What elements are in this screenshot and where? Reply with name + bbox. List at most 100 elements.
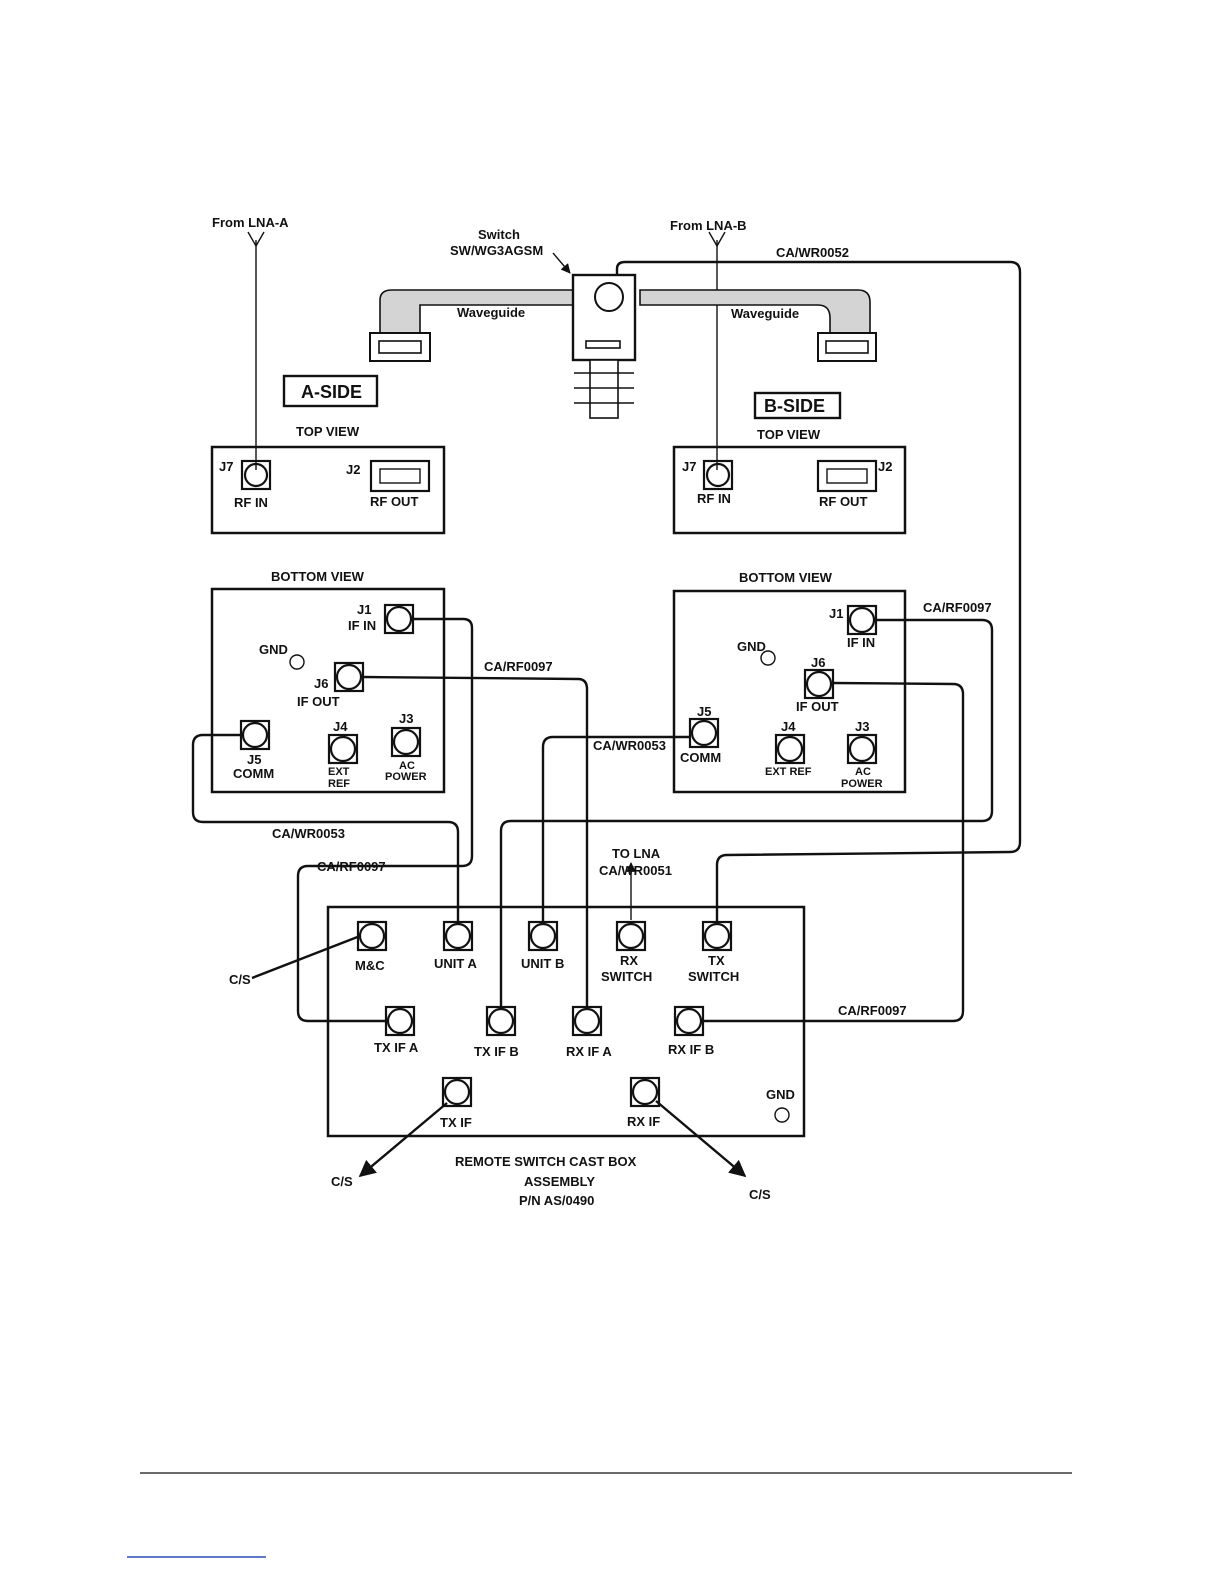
cable-rf0097-a-if-out <box>362 675 589 1007</box>
a-j3-label: J3 <box>399 711 413 726</box>
mc-label: M&C <box>355 958 385 973</box>
rx-switch-connector <box>615 920 647 952</box>
a-rf-out-label: RF OUT <box>370 494 418 509</box>
b-j4-port-icon <box>776 735 804 763</box>
rx-switch-port-icon <box>617 922 645 950</box>
switch-label-line2: SW/WG3AGSM <box>450 243 543 258</box>
bottom-view-a-panel <box>210 587 446 794</box>
a-j3-connector <box>390 726 422 758</box>
b-side-box <box>753 391 842 420</box>
b-j1-label: J1 <box>829 606 843 621</box>
b-j6-label: J6 <box>811 655 825 670</box>
rx-if-cs-label: C/S <box>749 1187 771 1202</box>
b-j5-label: J5 <box>697 704 711 719</box>
a-if-out-label: IF OUT <box>297 694 340 709</box>
a-if-in-label: IF IN <box>348 618 376 633</box>
rx-if-port-icon <box>631 1078 659 1106</box>
tx-switch-tx-label: TX <box>708 953 725 968</box>
a-j7-label: J7 <box>219 459 233 474</box>
bottom-view-a-title: BOTTOM VIEW <box>271 569 365 584</box>
tx-if-a-connector <box>384 1005 416 1037</box>
a-j6-connector <box>333 661 365 693</box>
cable-rf0097-a-label: CA/RF0097 <box>317 859 386 874</box>
waveguide-right-label: Waveguide <box>731 306 799 321</box>
switch-label-line1: Switch <box>478 227 520 242</box>
b-rf-out-label: RF OUT <box>819 494 867 509</box>
a-j7-port-icon <box>243 462 269 488</box>
b-side-label: B-SIDE <box>764 396 825 416</box>
b-j2-label: J2 <box>878 459 892 474</box>
cable-wr0052 <box>615 260 1022 922</box>
b-j6-port-icon <box>805 670 833 698</box>
cable-wr0053-a <box>191 733 460 922</box>
a-gnd-label: GND <box>259 642 288 657</box>
cable-rf0097-b-label: CA/RF0097 <box>923 600 992 615</box>
b-j3-label: J3 <box>855 719 869 734</box>
b-ac-label: AC <box>855 766 871 778</box>
bottom-view-b-title: BOTTOM VIEW <box>739 570 833 585</box>
a-rf-in-label: RF IN <box>234 495 268 510</box>
b-j3-port-icon <box>848 735 876 763</box>
b-j2-slot-icon <box>826 468 868 484</box>
top-view-b-panel <box>672 445 907 535</box>
cable-rf0097-mid-label: CA/RF0097 <box>484 659 553 674</box>
unit-b-label: UNIT B <box>521 956 564 971</box>
a-power-label: POWER <box>385 771 427 783</box>
tx-if-cs-arrow <box>358 1102 448 1178</box>
rx-switch-word-label: SWITCH <box>601 969 652 984</box>
b-power-label: POWER <box>841 778 883 790</box>
a-j1-label: J1 <box>357 602 371 617</box>
a-gnd-terminal-icon <box>289 654 305 670</box>
b-j5-connector <box>688 717 720 749</box>
a-j4-connector <box>327 733 359 765</box>
waveguide-left-label: Waveguide <box>457 305 525 320</box>
a-j6-label: J6 <box>314 676 328 691</box>
b-gnd-terminal-icon <box>760 650 776 666</box>
unit-a-connector <box>442 920 474 952</box>
b-j6-connector <box>803 668 835 700</box>
switch-pointer-arrow <box>552 252 571 274</box>
cable-rf0097-b-if-in <box>499 618 994 1007</box>
cable-wr0053-a-label: CA/WR0053 <box>272 826 345 841</box>
a-j7-connector <box>240 459 272 491</box>
b-gnd-label: GND <box>737 639 766 654</box>
b-comm-label: COMM <box>680 750 721 765</box>
cast-box-panel <box>326 905 806 1138</box>
a-j6-port-icon <box>335 663 363 691</box>
rx-if-a-connector <box>571 1005 603 1037</box>
cable-rf0097-rxifb-label: CA/RF0097 <box>838 1003 907 1018</box>
b-j7-connector <box>702 459 734 491</box>
tx-switch-word-label: SWITCH <box>688 969 739 984</box>
cast-box-title-line3: P/N AS/0490 <box>519 1193 594 1208</box>
unit-b-port-icon <box>529 922 557 950</box>
a-j2-slot-icon <box>379 468 421 484</box>
rx-if-connector <box>629 1076 661 1108</box>
a-j5-connector <box>239 719 271 751</box>
a-side-box <box>282 374 379 408</box>
tx-if-b-connector <box>485 1005 517 1037</box>
unit-a-port-icon <box>444 922 472 950</box>
tx-if-cs-label: C/S <box>331 1174 353 1189</box>
tx-if-a-port-icon <box>386 1007 414 1035</box>
a-ref-label: REF <box>328 778 350 790</box>
a-comm-label: COMM <box>233 766 274 781</box>
cast-box-gnd-terminal-icon <box>774 1107 790 1123</box>
b-j1-connector <box>846 604 878 636</box>
rx-switch-rx-label: RX <box>620 953 638 968</box>
b-j4-label: J4 <box>781 719 796 734</box>
cable-wr0051-label: CA/WR0051 <box>599 863 672 878</box>
b-j4-connector <box>774 733 806 765</box>
bottom-view-b-panel <box>672 589 907 794</box>
cast-box-gnd-label: GND <box>766 1087 795 1102</box>
a-ac-label: AC <box>399 760 415 772</box>
antenna-lna-a <box>247 231 265 470</box>
unit-a-label: UNIT A <box>434 956 477 971</box>
a-j4-port-icon <box>329 735 357 763</box>
rx-if-cs-arrow <box>655 1100 747 1178</box>
cable-wr0053-b <box>541 735 690 922</box>
rx-if-label: RX IF <box>627 1114 660 1129</box>
tx-if-a-label: TX IF A <box>374 1040 419 1055</box>
tx-if-connector <box>441 1076 473 1108</box>
from-lna-a-label: From LNA-A <box>212 215 289 230</box>
